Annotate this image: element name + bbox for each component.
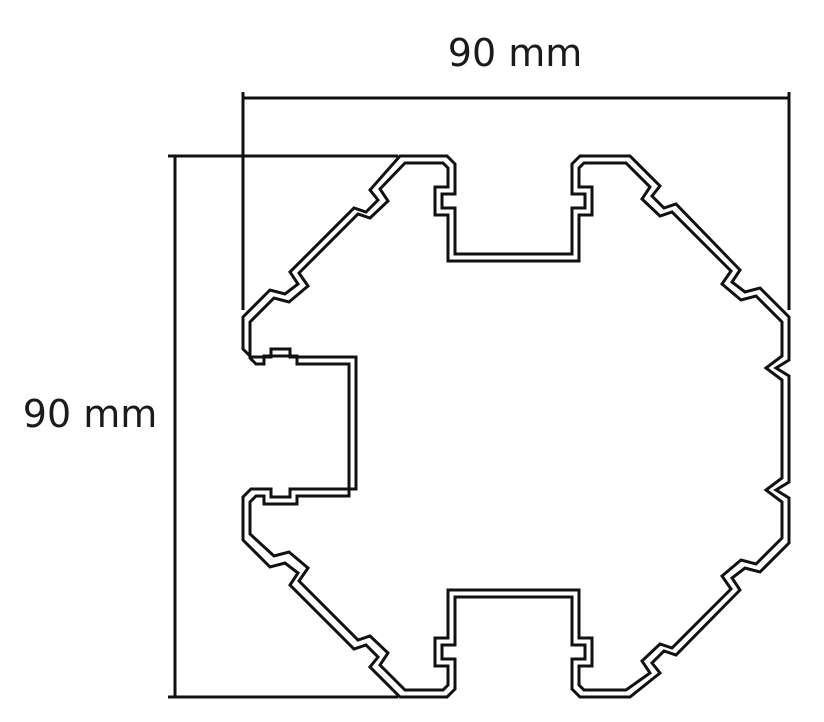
height-label: 90 mm	[23, 392, 157, 436]
profile-outer-contour	[241, 154, 791, 699]
profile-inner-contour	[248, 161, 784, 692]
width-label: 90 mm	[448, 31, 582, 75]
width-dimension: 90 mm	[241, 31, 791, 310]
height-dimension: 90 mm	[23, 154, 398, 699]
